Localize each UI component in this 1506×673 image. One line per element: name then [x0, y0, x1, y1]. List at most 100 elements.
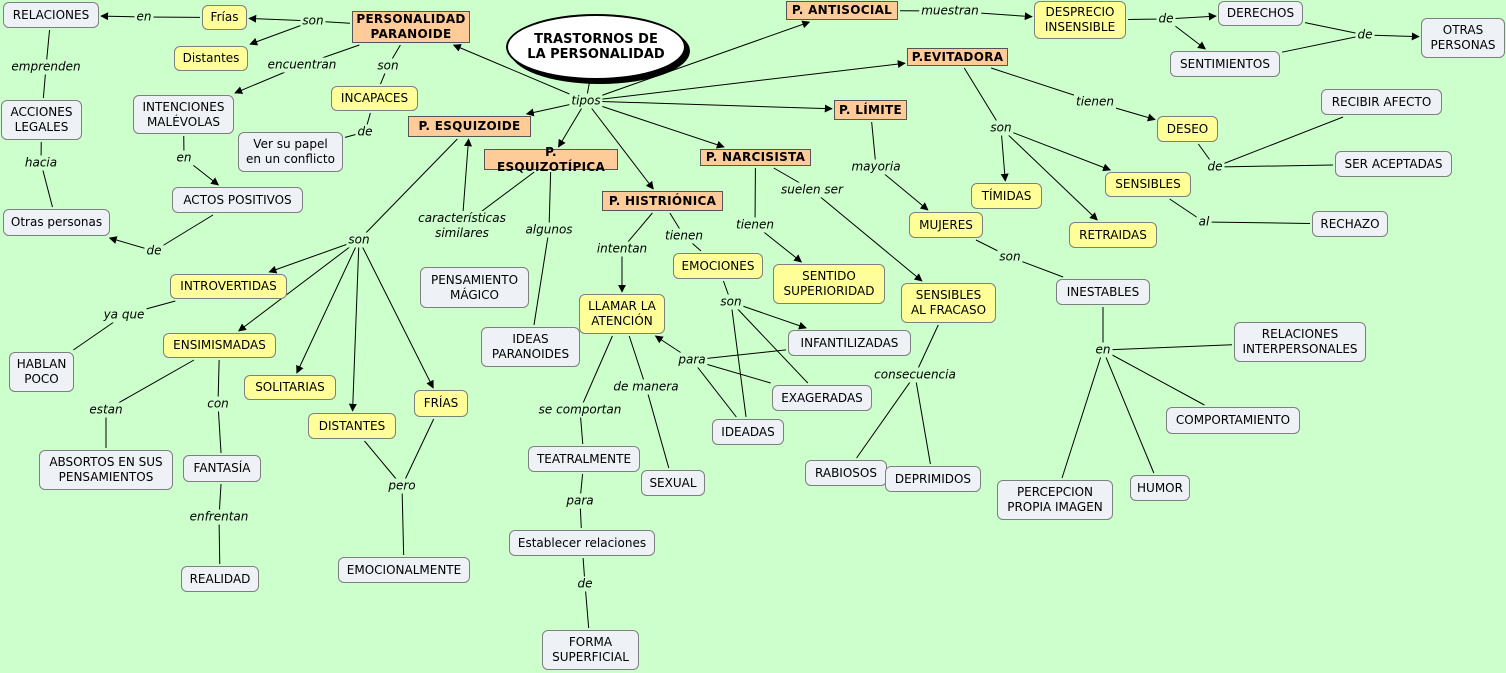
node-histrionica: P. HISTRIÓNICA	[602, 191, 723, 211]
connector-l_en_inest-comportamiento	[1102, 349, 1205, 406]
link-label-de-otras: de	[1355, 27, 1375, 43]
connector-l_tipos-limite	[585, 100, 833, 113]
node-sexual: SEXUAL	[641, 470, 705, 496]
node-ideas-paranoides: IDEAS PARANOIDES	[481, 327, 580, 367]
node-otras-personas: Otras personas	[3, 209, 110, 236]
link-label-pero: pero	[386, 478, 418, 494]
link-label-son-evit: son	[988, 120, 1014, 136]
node-solitarias: SOLITARIAS	[244, 375, 336, 400]
connector-l_consecuencia-rabiosos	[856, 374, 916, 459]
node-otras-personas2: OTRAS PERSONAS	[1421, 18, 1505, 58]
link-label-para-emo: para	[676, 352, 708, 368]
link-label-hacia: hacia	[22, 155, 60, 171]
connector-actos-l_de_actos	[153, 214, 214, 252]
link-label-de-desp: de	[1156, 11, 1176, 27]
node-forma: FORMA SUPERFICIAL	[542, 630, 639, 670]
node-evitadora: P.EVITADORA	[907, 48, 1008, 66]
link-label-de-papel: de	[355, 124, 375, 140]
node-narcisista: P. NARCISISTA	[700, 149, 811, 166]
node-rel-interp: RELACIONES INTERPERSONALES	[1234, 322, 1366, 362]
node-emociones: EMOCIONES	[673, 253, 763, 279]
link-label-consecuencia: consecuencia	[872, 367, 958, 383]
link-label-estan: estan	[87, 402, 125, 418]
connector-infantilizadas-l_para_emo	[691, 349, 787, 361]
node-sensibles: SENSIBLES	[1105, 172, 1191, 197]
link-label-al: al	[1196, 214, 1212, 230]
node-pensamiento: PENSAMIENTO MÁGICO	[420, 267, 529, 308]
link-label-tienen-h: tienen	[662, 228, 706, 244]
node-frias2: FRÍAS	[414, 390, 468, 417]
node-retraidas: RETRAIDAS	[1069, 222, 1157, 248]
connector-l_tipos-esquizotipica	[558, 100, 587, 148]
node-papel: Ver su papel en un conflicto	[238, 132, 343, 172]
node-comportamiento: COMPORTAMIENTO	[1166, 407, 1300, 434]
connector-ideadas-l_para_emo	[691, 359, 737, 418]
link-label-en-frias: en	[134, 9, 154, 25]
link-label-son-par: son	[300, 13, 326, 29]
node-aceptadas: SER ACEPTADAS	[1335, 151, 1452, 177]
connector-l_son_emo-ideadas	[730, 301, 747, 418]
node-desprecio: DESPRECIO INSENSIBLE	[1034, 1, 1126, 39]
connector-l_son_esq-introvertidas	[268, 239, 360, 274]
link-label-tienen-n: tienen	[733, 217, 777, 233]
node-sentimientos: SENTIMIENTOS	[1170, 51, 1280, 77]
node-frias1: Frías	[202, 5, 247, 30]
link-label-tipos: tipos	[569, 93, 603, 109]
connector-l_son_esq-solitarias	[296, 239, 360, 374]
connector-l_de_deseo-recibir	[1214, 116, 1344, 168]
node-inestables: INESTABLES	[1056, 279, 1150, 305]
node-humor: HUMOR	[1130, 475, 1190, 501]
node-fantasia: FANTASÍA	[183, 455, 261, 482]
node-teatralmente: TEATRALMENTE	[528, 446, 640, 472]
link-label-son-emo: son	[718, 294, 744, 310]
link-label-en-int: en	[174, 150, 194, 166]
connector-llamar-l_de_manera	[628, 335, 647, 388]
node-emocionalmente: EMOCIONALMENTE	[338, 557, 470, 583]
node-establecer: Establecer relaciones	[509, 530, 655, 556]
link-label-para-est: para	[564, 493, 596, 509]
connector-l_de_manera-sexual	[645, 386, 670, 469]
connector-l_tipos-histrionica	[585, 100, 654, 190]
connector-l_en_inest-rel_interp	[1102, 344, 1233, 351]
link-label-de-actos: de	[144, 243, 164, 259]
node-mujeres: MUJERES	[909, 212, 983, 238]
link-label-caract: características similares	[416, 211, 508, 241]
connector-l_tipos-narcisista	[585, 100, 725, 149]
connector-l_en_inest-humor	[1102, 349, 1155, 474]
link-label-de-deseo: de	[1205, 159, 1225, 175]
node-antisocial: P. ANTISOCIAL	[786, 1, 898, 20]
link-label-intentan: intentan	[594, 241, 650, 257]
connector-esquizoide-l_son_esq	[358, 138, 458, 241]
node-hablan: HABLAN POCO	[9, 352, 74, 392]
node-root: TRASTORNOS DE LA PERSONALIDAD	[506, 14, 686, 80]
node-rabiosos: RABIOSOS	[805, 460, 887, 486]
connector-l_al-rechazo	[1203, 221, 1311, 224]
connector-l_suelen-sensibles_fracaso	[811, 189, 923, 282]
link-label-de-manera: de manera	[611, 379, 681, 395]
node-absortos: ABSORTOS EN SUS PENSAMIENTOS	[39, 450, 173, 490]
node-distantes2: DISTANTES	[308, 413, 396, 439]
node-deseo: DESEO	[1157, 116, 1218, 142]
link-label-muestran: muestran	[919, 3, 981, 19]
link-label-mayoria: mayoria	[849, 159, 903, 175]
connector-l_son_evit-sensibles	[1000, 127, 1112, 172]
connector-l_consecuencia-deprimidos	[914, 374, 931, 465]
connector-l_tipos-paranoide	[452, 44, 587, 102]
node-rechazo: RECHAZO	[1312, 211, 1388, 237]
node-actos: ACTOS POSITIVOS	[172, 187, 303, 213]
connector-l_son_emo-exageradas	[730, 301, 809, 384]
connector-l_en_inest-percepcion	[1061, 349, 1104, 479]
node-recibir: RECIBIR AFECTO	[1321, 89, 1442, 115]
node-ideadas: IDEADAS	[712, 419, 784, 445]
connector-derechos-l_de_otras	[1304, 22, 1366, 36]
node-relaciones: RELACIONES	[3, 2, 99, 28]
node-introvertidas: INTROVERTIDAS	[170, 274, 287, 299]
node-esquizotipica: P. ESQUIZOTÍPICA	[484, 145, 618, 174]
connector-l_de_deseo-aceptadas	[1214, 164, 1334, 168]
link-label-en-inest: en	[1093, 342, 1113, 358]
link-label-suelen: suelen ser	[779, 182, 845, 198]
node-ensimismadas: ENSIMISMADAS	[163, 333, 276, 358]
link-label-enfrentan: enfrentan	[187, 509, 251, 525]
node-distantes1: Distantes	[174, 46, 248, 71]
link-label-son-inc: son	[375, 58, 401, 74]
